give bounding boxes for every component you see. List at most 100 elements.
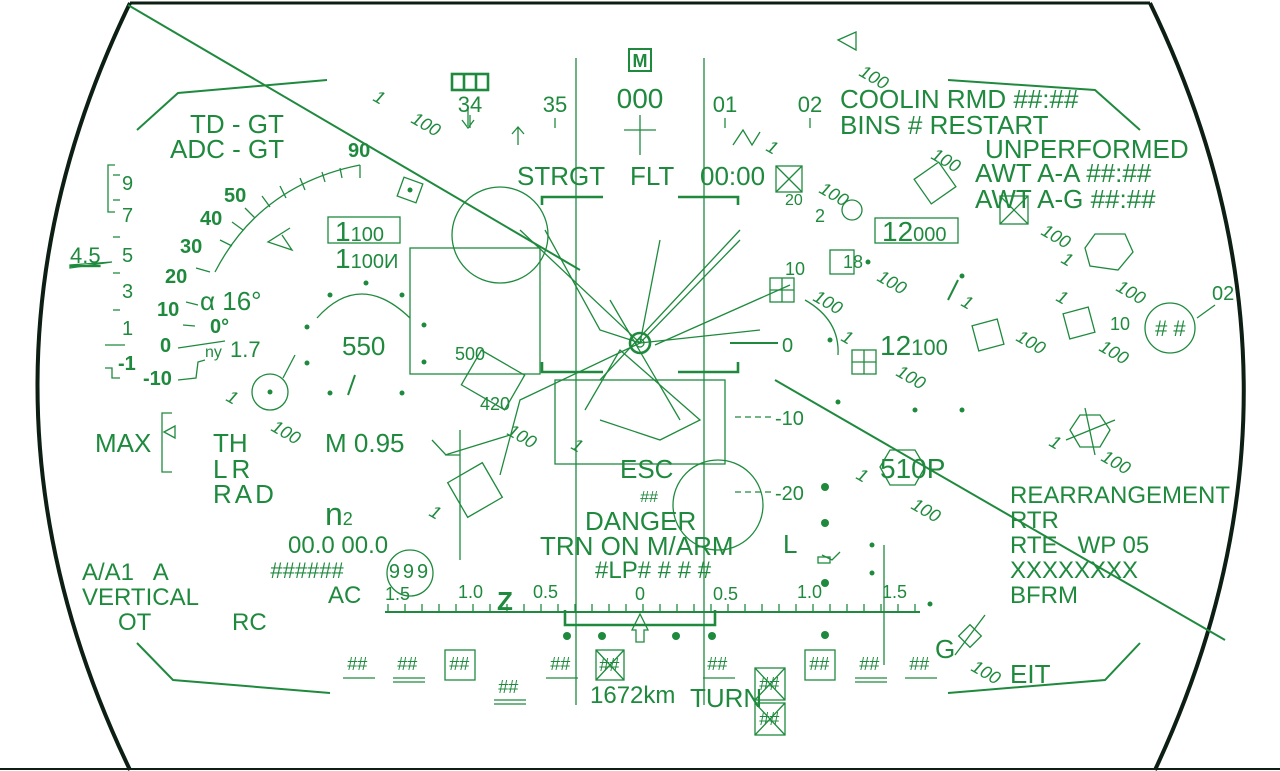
- track-label: 1: [838, 326, 857, 348]
- bottom-cell: ##: [759, 709, 780, 729]
- weapon-mode-vertical: VERTICAL: [82, 584, 199, 611]
- pitch-minus-10: -10: [143, 368, 172, 390]
- bank-readout: 0°: [210, 316, 229, 338]
- engine-hash: ######: [270, 558, 344, 583]
- track-label: 100: [1098, 446, 1134, 478]
- bottom-cell: ##: [498, 677, 519, 697]
- track-label: 1: [853, 464, 872, 486]
- radio-altitude: 1100И: [335, 243, 398, 274]
- range-tick-1-5-right: 1.5: [882, 582, 907, 602]
- message-bins: BINS # RESTART: [840, 110, 1049, 140]
- weapon-mode-rc: RC: [232, 609, 267, 636]
- flight-timer: 00:00: [700, 161, 765, 191]
- bottom-cell: ##: [909, 654, 930, 674]
- pitch-20: 20: [165, 266, 187, 288]
- pitch-ladder: 90 50 40 30 20 10 0 -10: [143, 140, 370, 390]
- track-label: 1: [958, 291, 977, 313]
- bottom-cell: ##: [707, 654, 728, 674]
- range-scale: Z 1.5 1.0 0.5 0 0.5 1.0 1.5: [385, 483, 920, 643]
- bottom-cell: ##: [449, 654, 470, 674]
- message-list: COOLIN RMD ##:## BINS # RESTART UNPERFOR…: [840, 84, 1189, 214]
- warning-danger: DANGER: [585, 506, 696, 536]
- bottom-cell: ##: [759, 674, 780, 694]
- pitch-90: 90: [348, 140, 370, 162]
- track-label: 100: [928, 144, 964, 176]
- airspeed-dial: 550: [304, 280, 427, 396]
- vs-5: 5: [122, 245, 133, 267]
- pitch-10: 10: [157, 299, 179, 321]
- track-label: 100: [810, 286, 846, 318]
- track-label: 1: [1046, 431, 1065, 453]
- track-label: 100: [1096, 336, 1132, 368]
- alpha-readout: α 16°: [200, 286, 262, 316]
- bottom-cell: ##: [347, 654, 368, 674]
- center-pitch-minus-20: -20: [775, 483, 804, 505]
- track-label: 1: [426, 501, 445, 523]
- flight-mode-flt: FLT: [630, 161, 674, 191]
- throttle-lr: LR: [213, 454, 254, 484]
- status-adc-gt: ADC - GT: [170, 134, 284, 164]
- heading-small-2: 2: [815, 206, 825, 226]
- range-tick-1-5-left: 1.5: [385, 584, 410, 604]
- bottom-cell: ##: [599, 655, 620, 675]
- throttle-rad: RAD: [213, 479, 277, 509]
- heading-35: 35: [543, 92, 567, 117]
- letter-g: G: [935, 634, 955, 664]
- warning-lp: #LP# # # #: [595, 557, 712, 584]
- g-load-value: 1.7: [230, 337, 261, 362]
- track-label: 1: [763, 136, 782, 158]
- heading-01: 01: [713, 92, 737, 117]
- center-420: 420: [480, 394, 510, 414]
- altitude-box: 1100: [335, 216, 384, 247]
- track-label: 100: [1013, 326, 1049, 358]
- letter-l: L: [783, 529, 797, 559]
- nav-rearrangement: REARRANGEMENT: [1010, 482, 1230, 509]
- track-label: 100: [1113, 276, 1149, 308]
- vs-1: 1: [122, 318, 133, 340]
- mach-readout: M 0.95: [325, 428, 405, 458]
- weapon-mode-a-a1: A/A1 A: [82, 559, 169, 586]
- track-label: 100: [874, 266, 910, 298]
- range-tick-0: 0: [635, 584, 645, 604]
- vertical-scale: 9 7 5 3 1 -1 4.5: [69, 164, 136, 379]
- track-label: 100: [908, 494, 944, 526]
- mode-indicator: M: [633, 51, 648, 71]
- nav-list: REARRANGEMENT RTR RTE WP 05 XXXXXXXX BFR…: [1010, 482, 1230, 609]
- waypoint-label: 02: [1212, 283, 1234, 305]
- pitch-30: 30: [180, 236, 202, 258]
- range-z-label: Z: [497, 586, 513, 616]
- g-load-label: ny: [205, 344, 222, 361]
- message-coolin: COOLIN RMD ##:##: [840, 84, 1079, 114]
- heading-small-20: 20: [785, 192, 803, 209]
- heading-34: 34: [458, 92, 482, 117]
- bottom-cell: ##: [640, 489, 659, 506]
- pitch-0: 0: [160, 335, 171, 357]
- target-altitude: 12100: [880, 330, 948, 361]
- center-pitch-minus-10: -10: [775, 408, 804, 430]
- track-label: 100: [268, 416, 304, 448]
- airspeed-value: 550: [342, 331, 385, 361]
- vs-7: 7: [122, 205, 133, 227]
- status-td-gt: TD - GT: [190, 109, 284, 139]
- engine-ac: AC: [328, 582, 361, 609]
- range-tick-1-0-right: 1.0: [797, 582, 822, 602]
- bottom-cell: ##: [859, 654, 880, 674]
- label-eit: EIT: [1010, 659, 1051, 689]
- throttle-max: MAX: [95, 428, 151, 458]
- message-awt-aa: AWT A-A ##:##: [975, 158, 1152, 188]
- nav-bfrm: BFRM: [1010, 582, 1078, 609]
- track-label: 1: [1058, 248, 1077, 270]
- message-unperformed: UNPERFORMED: [985, 134, 1189, 164]
- nav-rtr: RTR: [1010, 507, 1059, 534]
- flight-mode-strgt: STRGT: [517, 161, 605, 191]
- distance-readout: 1672km: [590, 682, 675, 709]
- track-symbols: [266, 30, 1134, 665]
- message-awt-ag: AWT A-G ##:##: [975, 184, 1156, 214]
- nav-xxxxxxxx: XXXXXXXX: [1010, 557, 1138, 584]
- waypoint-circle-label: # #: [1155, 316, 1186, 341]
- heading-small-18: 18: [843, 252, 863, 272]
- heading-02: 02: [798, 92, 822, 117]
- pitch-40: 40: [200, 208, 222, 230]
- heading-current: 000: [617, 83, 664, 114]
